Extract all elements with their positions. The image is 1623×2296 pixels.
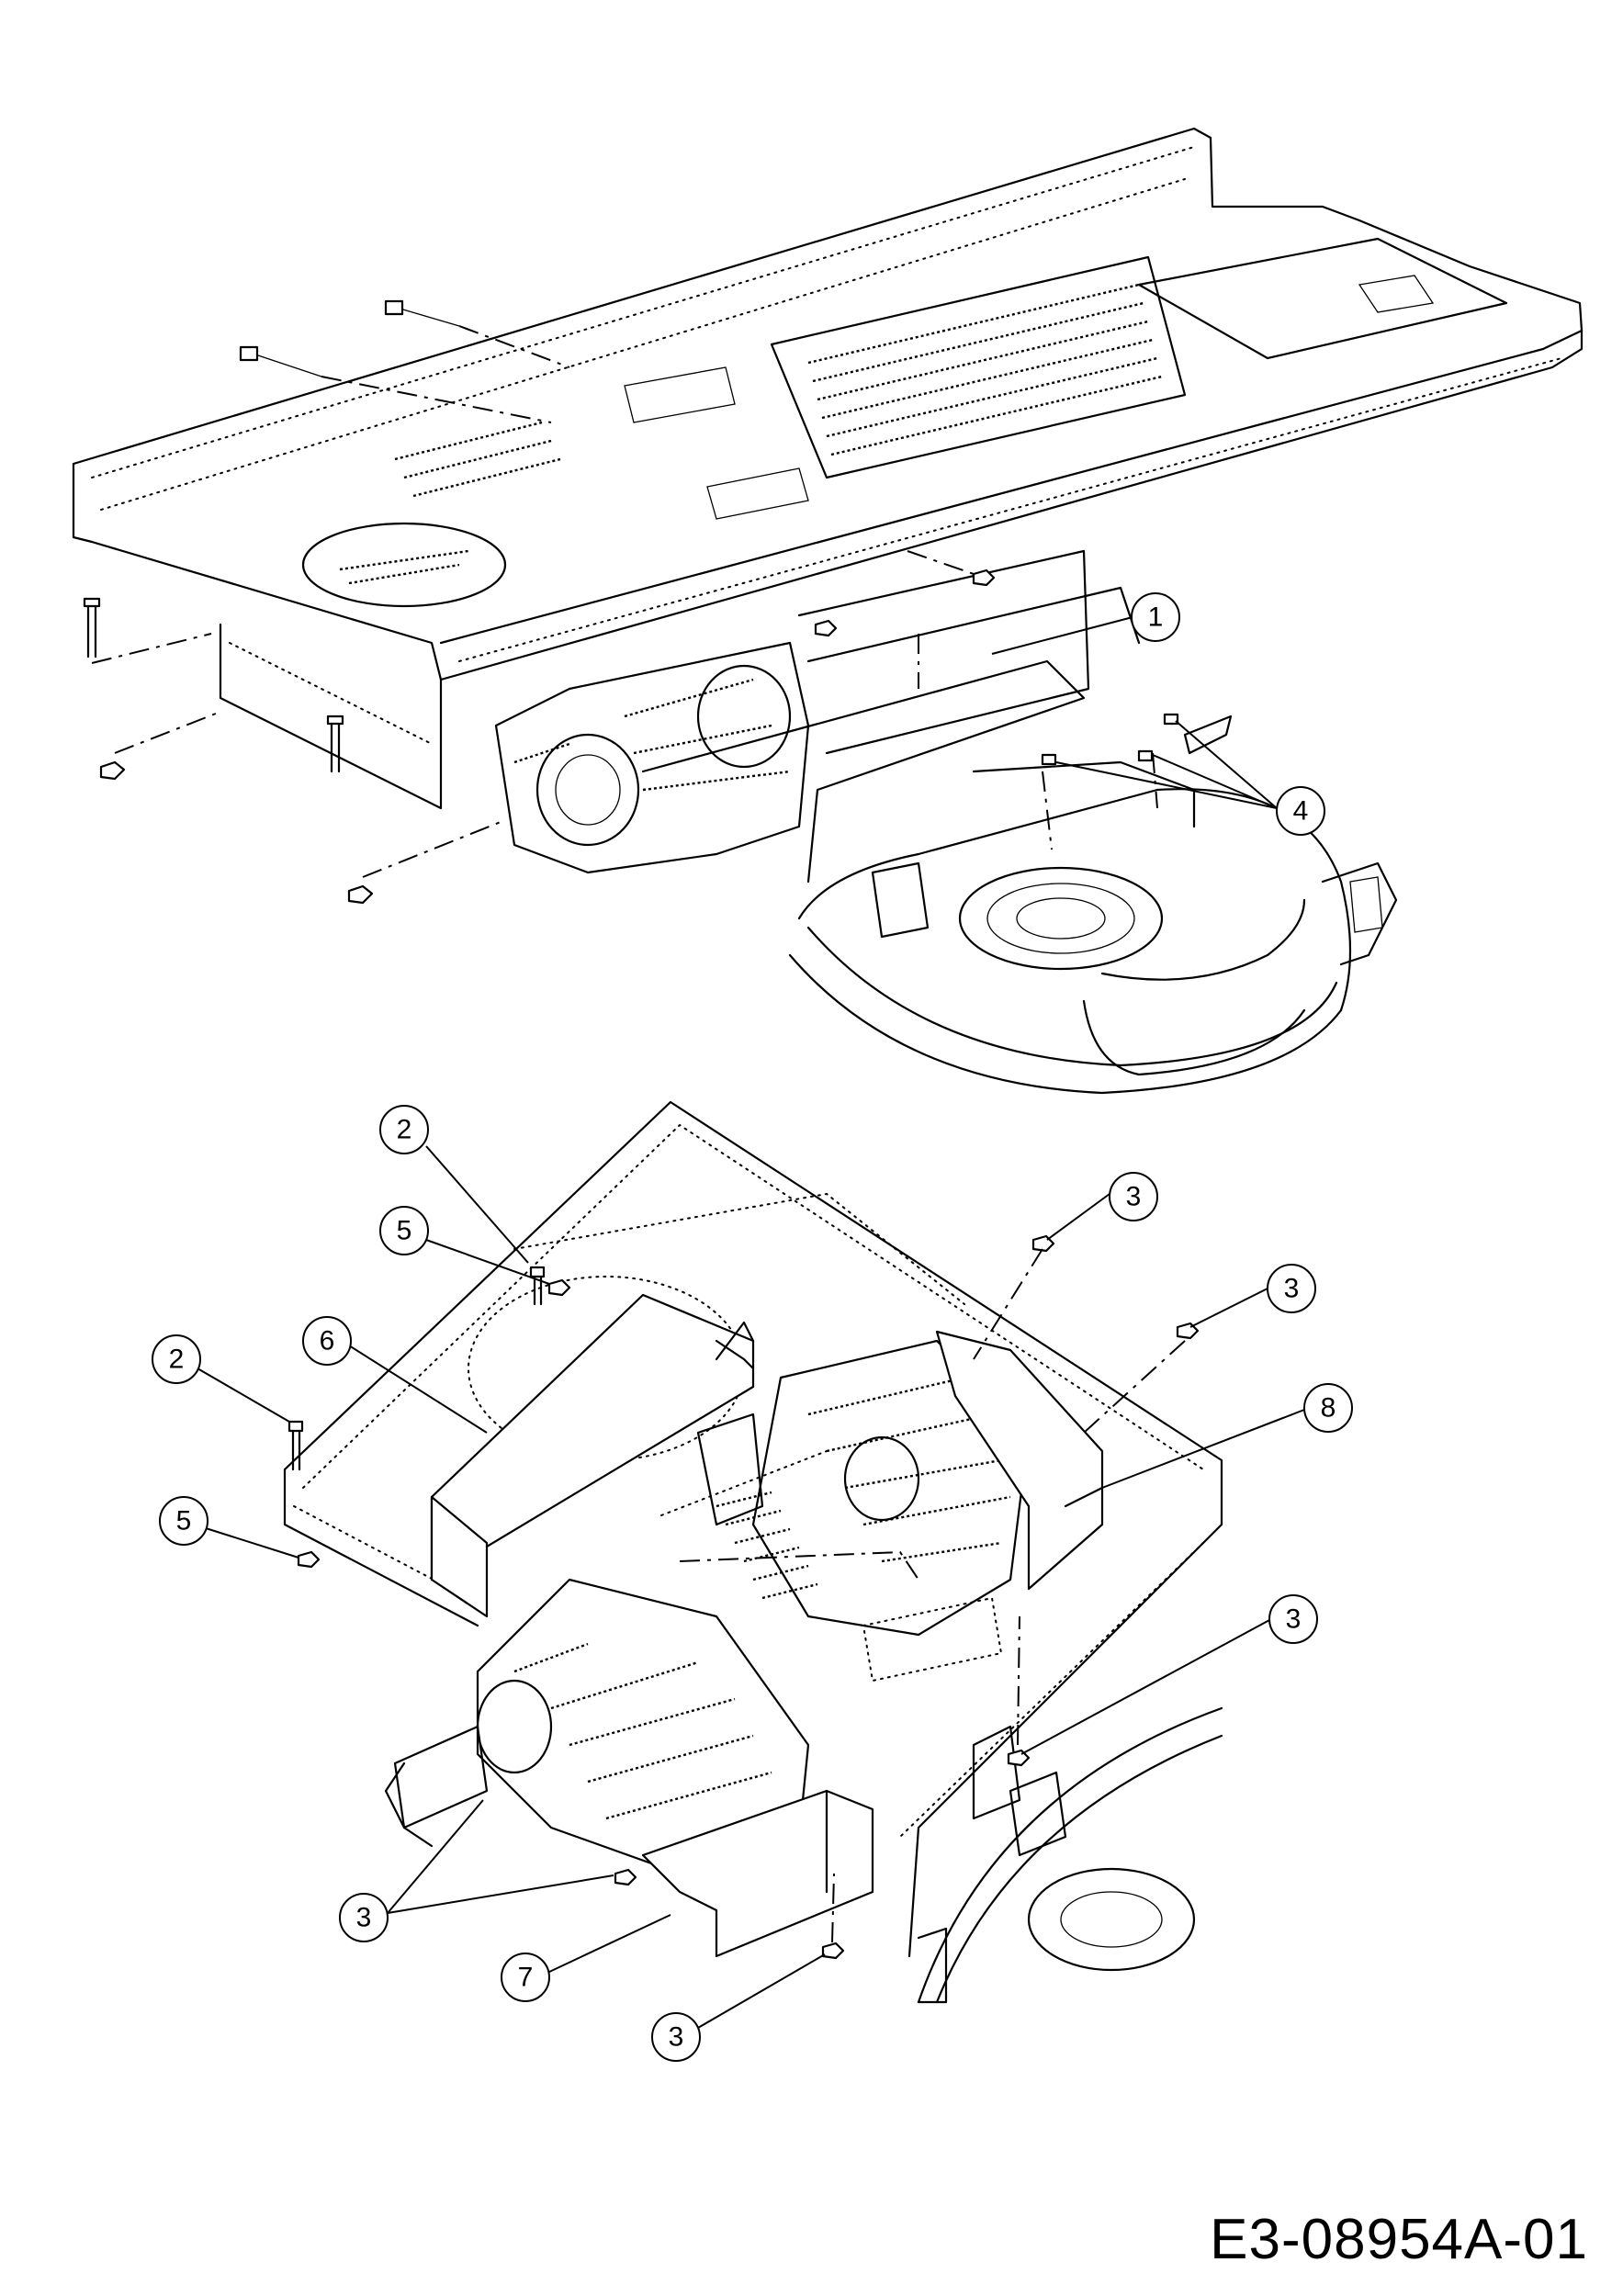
callout-circle bbox=[159, 1496, 209, 1546]
callout-label: 2 bbox=[397, 1115, 412, 1145]
transmission-left bbox=[384, 1578, 810, 1875]
callout-circle bbox=[379, 1105, 429, 1154]
callout-label: 3 bbox=[356, 1903, 372, 1933]
callout-label: 5 bbox=[176, 1506, 192, 1536]
callout-label: 8 bbox=[1321, 1393, 1336, 1424]
drawing-code: E3-08954A-01 bbox=[1210, 2208, 1588, 2271]
shield-8 bbox=[935, 1330, 1104, 1591]
callout-label: 4 bbox=[1293, 796, 1309, 827]
callout-label: 2 bbox=[169, 1345, 185, 1375]
perforated-panel bbox=[770, 255, 1187, 479]
callout-circle bbox=[651, 2012, 701, 2062]
mower-deck bbox=[641, 586, 1398, 1095]
callout-circle bbox=[1131, 592, 1180, 642]
callout-circle bbox=[1267, 1264, 1316, 1313]
callout-label: 3 bbox=[1286, 1604, 1302, 1635]
callouts: 1 4 2 5 6 2 5 3 3 8 bbox=[152, 592, 1353, 2062]
shield-7 bbox=[641, 1789, 874, 1958]
shield-6 bbox=[430, 1293, 755, 1618]
callout-label: 3 bbox=[669, 2022, 684, 2053]
deck-segment bbox=[917, 1706, 1223, 2004]
callout-label: 3 bbox=[1126, 1182, 1142, 1212]
callout-circle bbox=[339, 1893, 389, 1942]
callout-label: 5 bbox=[397, 1216, 412, 1246]
callout-label: 7 bbox=[518, 1963, 534, 1993]
callout-circle bbox=[1268, 1594, 1318, 1644]
callout-label: 3 bbox=[1284, 1274, 1300, 1304]
callout-label: 1 bbox=[1148, 602, 1164, 633]
callout-circle bbox=[1276, 786, 1325, 836]
callout-circle bbox=[379, 1206, 429, 1255]
upper-frame-assembly bbox=[72, 127, 1584, 1095]
transmission-upper bbox=[494, 641, 810, 874]
lower-frame-assembly bbox=[283, 1100, 1223, 2004]
callout-circle bbox=[1303, 1383, 1353, 1433]
callout-label: 6 bbox=[320, 1326, 335, 1356]
callout-circle bbox=[302, 1316, 352, 1366]
callout-circle bbox=[1109, 1172, 1158, 1221]
callout-circle bbox=[152, 1334, 201, 1384]
callout-circle bbox=[501, 1953, 550, 2002]
